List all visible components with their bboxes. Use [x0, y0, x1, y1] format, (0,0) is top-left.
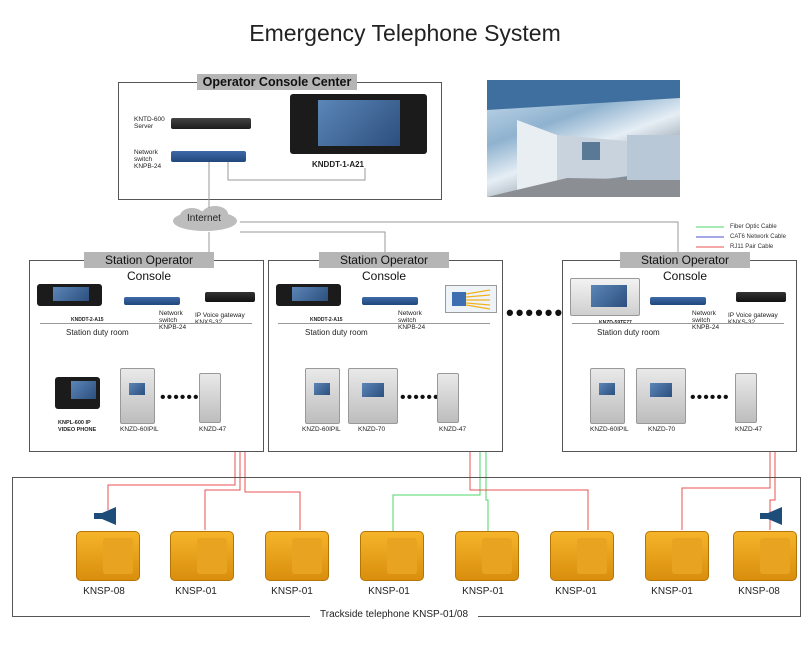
station-3-video-intercom-screen	[650, 383, 672, 397]
network-switch-device	[171, 151, 246, 162]
station-2-video-intercom-screen	[362, 383, 384, 397]
station-2-room-label: Station duty room	[305, 328, 368, 337]
trackside-phone-2-label: KNSP-01	[175, 586, 217, 597]
station-3-switch-label: Network switch KNPB-24	[692, 310, 720, 331]
trackside-phone-2-panel	[197, 538, 227, 574]
trackside-phone-6	[550, 531, 614, 581]
station-2-ellipsis: ••••••	[400, 389, 440, 406]
console-screen	[318, 100, 400, 146]
station-3-console	[570, 278, 640, 316]
station-1-help-point	[120, 368, 155, 424]
station-3-help-point-screen	[599, 383, 615, 395]
station-3-intercom	[735, 373, 757, 423]
server-device	[171, 118, 251, 129]
trackside-phone-1	[76, 531, 140, 581]
trackside-phone-4	[360, 531, 424, 581]
station-3-switch	[650, 297, 706, 305]
trackside-phone-5-label: KNSP-01	[462, 586, 504, 597]
trackside-caption: Trackside telephone KNSP-01/08	[310, 609, 479, 620]
station-3-ellipsis: ••••••	[690, 389, 730, 406]
station-3-device-3-label: KNZD-47	[735, 426, 763, 433]
trackside-phone-7	[645, 531, 709, 581]
switch-label: Network switch KNPB-24	[134, 149, 162, 170]
trackside-phone-1-label: KNSP-08	[83, 586, 125, 597]
internet-cloud-icon	[173, 206, 237, 231]
trackside-phone-4-label: KNSP-01	[368, 586, 410, 597]
operator-center-header: Operator Console Center	[197, 74, 357, 90]
station-2-console-screen	[292, 287, 328, 301]
station-2-device-2-label: KNZD-70	[358, 426, 386, 433]
dispatch-console-device	[290, 94, 427, 154]
trackside-phone-2	[170, 531, 234, 581]
station-1-duty-line	[40, 323, 252, 324]
station-1-device-1-label: KNPL-600 IP VIDEO PHONE	[58, 420, 97, 433]
station-2-device-3-label: KNZD-47	[439, 426, 467, 433]
station-2-duty-line	[278, 323, 490, 324]
station-1-ellipsis: ••••••	[160, 389, 200, 406]
metro-station-photo	[487, 80, 680, 197]
trackside-phone-8-label: KNSP-08	[738, 586, 780, 597]
station-2-switch-label: Network switch KNPB-24	[398, 310, 426, 331]
trackside-phone-7-label: KNSP-01	[651, 586, 693, 597]
station-1-video-phone	[55, 377, 100, 409]
internet-label: Internet	[187, 213, 221, 224]
station-1-console-label: KNDDT-2-A15	[71, 317, 104, 323]
station-1-gateway-label: IP Voice gateway KNXS-32	[195, 312, 245, 326]
station-3-gateway-label: IP Voice gateway KNXS-32	[728, 312, 778, 326]
station-1-header: Station Operator Console	[84, 252, 214, 283]
horn-speaker-icon-left	[94, 507, 116, 525]
station-2-intercom	[437, 373, 459, 423]
more-stations-ellipsis: ••••••	[506, 300, 565, 325]
station-1-switch-label: Network switch KNPB-24	[159, 310, 187, 331]
trackside-phone-4-panel	[387, 538, 417, 574]
station-1-device-3-label: KNZD-47	[199, 426, 227, 433]
station-3-console-screen	[591, 285, 627, 307]
station-1-switch	[124, 297, 180, 305]
trackside-phone-8-panel	[760, 538, 790, 574]
station-3-device-2-label: KNZD-70	[648, 426, 676, 433]
horn-speaker-icon-right	[760, 507, 782, 525]
station-3-duty-line	[572, 323, 784, 324]
station-3-video-intercom	[636, 368, 686, 424]
trackside-phone-3-label: KNSP-01	[271, 586, 313, 597]
trackside-phone-7-panel	[672, 538, 702, 574]
trackside-phone-6-panel	[577, 538, 607, 574]
trackside-phone-3	[265, 531, 329, 581]
station-2-console-label: KNDDT-2-A15	[310, 317, 343, 323]
console-label: KNDDT-1-A21	[312, 160, 365, 169]
station-3-help-point	[590, 368, 625, 424]
station-1-room-label: Station duty room	[66, 328, 129, 337]
station-1-video-phone-screen	[71, 381, 96, 399]
trackside-phone-5-panel	[482, 538, 512, 574]
trackside-phone-3-panel	[292, 538, 322, 574]
trackside-phone-5	[455, 531, 519, 581]
station-1-gateway	[205, 292, 255, 302]
trackside-phone-1-panel	[103, 538, 133, 574]
station-3-room-label: Station duty room	[597, 328, 660, 337]
station-1-console	[37, 284, 102, 306]
station-3-device-1-label: KNZD-60IPIL	[590, 426, 629, 433]
station-1-console-screen	[53, 287, 89, 301]
station-1-device-2-label: KNZD-60IPIL	[120, 426, 159, 433]
station-2-help-point-screen	[314, 383, 330, 395]
page-title: Emergency Telephone System	[249, 20, 561, 46]
station-1-help-point-screen	[129, 383, 145, 395]
fiber-splitter-device	[445, 285, 497, 313]
trackside-phone-6-label: KNSP-01	[555, 586, 597, 597]
server-label: KNTD-600 Server	[134, 116, 165, 130]
legend-rj11: RJ11 Pair Cable	[730, 244, 774, 250]
station-2-help-point	[305, 368, 340, 424]
station-2-switch	[362, 297, 418, 305]
legend-cat6: CAT6 Network Cable	[730, 234, 786, 240]
station-2-header: Station Operator Console	[319, 252, 449, 283]
legend-fiber: Fiber Optic Cable	[730, 224, 777, 230]
legend-lines	[696, 226, 724, 248]
station-2-device-1-label: KNZD-60IPIL	[302, 426, 341, 433]
station-1-intercom	[199, 373, 221, 423]
station-3-header: Station Operator Console	[620, 252, 750, 283]
trackside-phone-8	[733, 531, 797, 581]
station-3-gateway	[736, 292, 786, 302]
station-2-video-intercom	[348, 368, 398, 424]
station-2-console	[276, 284, 341, 306]
